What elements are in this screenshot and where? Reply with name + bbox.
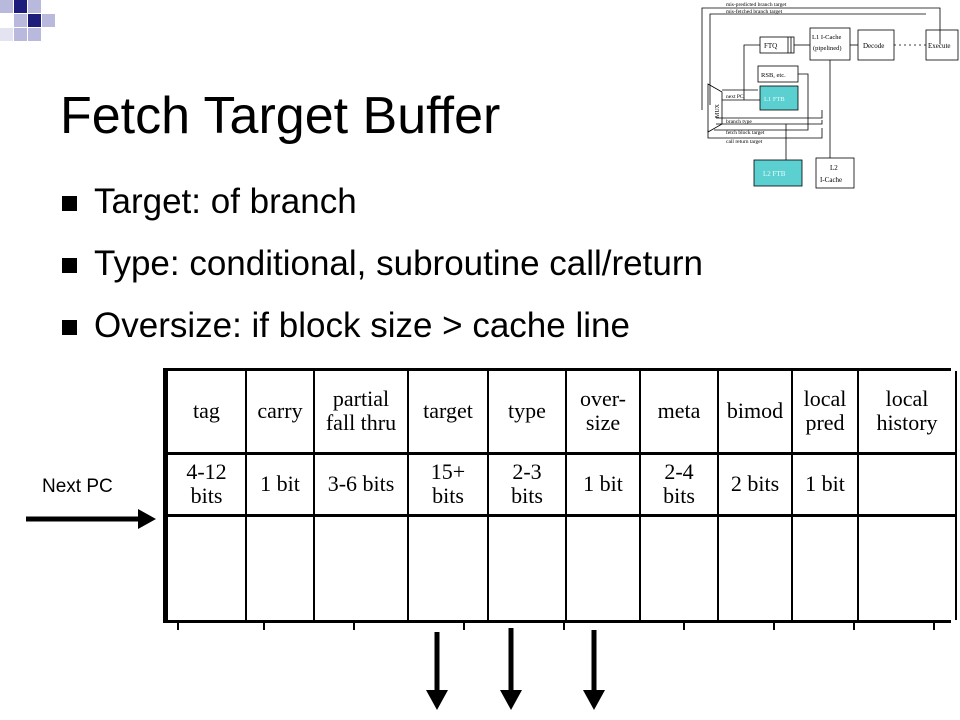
empty-cell [408, 515, 489, 620]
label-branch-type: branch type [726, 119, 752, 125]
empty-cell [168, 515, 247, 620]
size-cell: 1 bit [566, 453, 641, 517]
bullet-square-icon [62, 196, 77, 211]
label-decode: Decode [863, 42, 884, 50]
empty-cell [314, 515, 409, 620]
output-arrow-icon [583, 630, 605, 710]
empty-cell [792, 515, 859, 620]
empty-cell [640, 515, 719, 620]
label-l2: L2 [830, 164, 838, 172]
header-cell: target [408, 371, 489, 455]
corner-decoration [0, 0, 80, 60]
size-cell: 3-6 bits [314, 453, 409, 517]
table-row [168, 515, 957, 620]
bullet-square-icon [62, 320, 77, 335]
empty-cell [246, 515, 315, 620]
l2-ftb-box [753, 159, 803, 187]
output-arrow-icon [426, 632, 448, 710]
pipeline-diagram: mis-predicted branch target mis-fetched … [688, 0, 960, 200]
bullet-text: Type: conditional, subroutine call/retur… [94, 244, 703, 283]
size-cell: 2 bits [718, 453, 793, 517]
bullet-square-icon [62, 258, 77, 273]
empty-cell [858, 515, 957, 620]
label-execute: Execute [928, 42, 951, 50]
label-call-return-target: call return target [726, 139, 763, 145]
label-pipelined: (pipelined) [813, 45, 842, 52]
size-cell [858, 453, 957, 517]
size-cell: 1 bit [792, 453, 859, 517]
label-l1-icache: L1 I-Cache [812, 34, 842, 41]
next-pc-label: Next PC [42, 476, 113, 497]
output-arrow-icon [500, 628, 522, 710]
header-cell: carry [246, 371, 315, 455]
label-rsb: RSB, etc. [761, 72, 786, 79]
label-l2-ftb: L2 FTB [763, 170, 786, 178]
label-next-pc: next PC [726, 94, 744, 100]
slide-title: Fetch Target Buffer [60, 87, 501, 145]
header-cell: type [488, 371, 567, 455]
label-ftq: FTQ [764, 42, 777, 50]
label-mispredicted: mis-predicted branch target [726, 2, 787, 8]
table-bottom-ticks [163, 622, 951, 630]
header-cell: tag [168, 371, 247, 455]
header-cell: bimod [718, 371, 793, 455]
l1-ftb-box [759, 85, 799, 111]
label-l2-icache: I-Cache [820, 176, 842, 184]
bullet-text: Target: of branch [94, 182, 357, 221]
header-cell: meta [640, 371, 719, 455]
size-cell: 1 bit [246, 453, 315, 517]
label-l1-ftb: L1 FTB [764, 96, 785, 103]
label-fetch-block-target: fetch block target [726, 129, 765, 136]
next-pc-arrow-icon [26, 509, 156, 529]
empty-cell [488, 515, 567, 620]
empty-cell [566, 515, 641, 620]
size-cell: 15+bits [408, 453, 489, 517]
label-mux: MUX [715, 103, 721, 118]
pipeline-diagram-svg: mis-predicted branch target mis-fetched … [701, 2, 959, 189]
bullet-text: Oversize: if block size > cache line [94, 306, 630, 345]
header-cell: over-size [566, 371, 641, 455]
empty-cell [718, 515, 793, 620]
label-misfetched: mis-fetched branch target [726, 8, 783, 15]
